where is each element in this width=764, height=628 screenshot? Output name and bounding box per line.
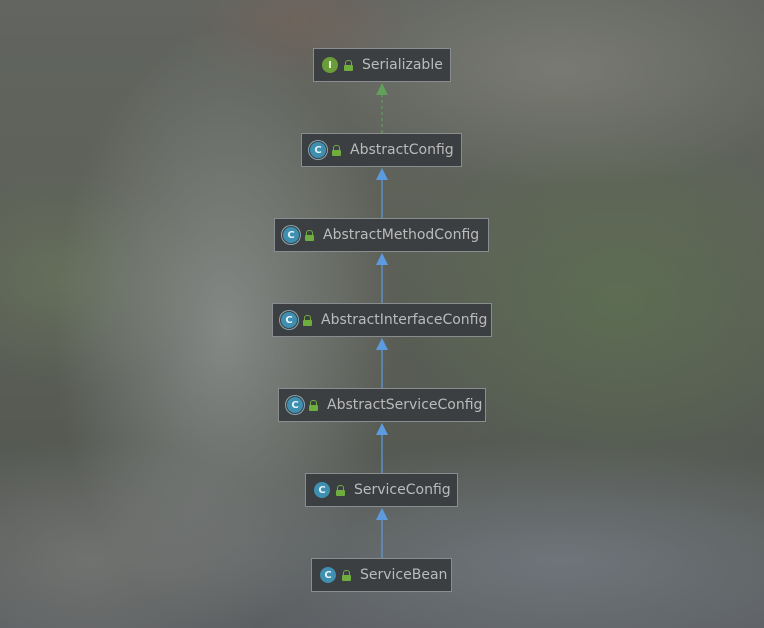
node-abstract-config[interactable]: C AbstractConfig [301,133,462,167]
arrowhead-extends [376,168,388,180]
public-lock-icon [309,399,318,411]
public-lock-icon [336,484,345,496]
class-icon: C [314,482,330,498]
arrowhead-extends [376,338,388,350]
node-abstract-method-config[interactable]: C AbstractMethodConfig [274,218,489,252]
public-lock-icon [303,314,312,326]
node-label: AbstractServiceConfig [327,397,483,413]
node-label: ServiceBean [360,567,448,583]
node-label: ServiceConfig [354,482,451,498]
public-lock-icon [344,59,353,71]
node-label: AbstractInterfaceConfig [321,312,488,328]
arrowhead-implements [376,83,388,95]
node-label: AbstractMethodConfig [323,227,480,243]
node-service-config[interactable]: C ServiceConfig [305,473,458,507]
public-lock-icon [342,569,351,581]
abstract-class-icon: C [281,312,297,328]
interface-icon: I [322,57,338,73]
abstract-class-icon: C [283,227,299,243]
public-lock-icon [305,229,314,241]
node-label: AbstractConfig [350,142,454,158]
node-service-bean[interactable]: C ServiceBean [311,558,452,592]
abstract-class-icon: C [287,397,303,413]
node-label: Serializable [362,57,443,73]
arrowhead-extends [376,423,388,435]
class-icon: C [320,567,336,583]
arrowhead-extends [376,508,388,520]
abstract-class-icon: C [310,142,326,158]
node-abstract-service-config[interactable]: C AbstractServiceConfig [278,388,486,422]
public-lock-icon [332,144,341,156]
arrowhead-extends [376,253,388,265]
node-abstract-interface-config[interactable]: C AbstractInterfaceConfig [272,303,492,337]
node-serializable[interactable]: I Serializable [313,48,451,82]
